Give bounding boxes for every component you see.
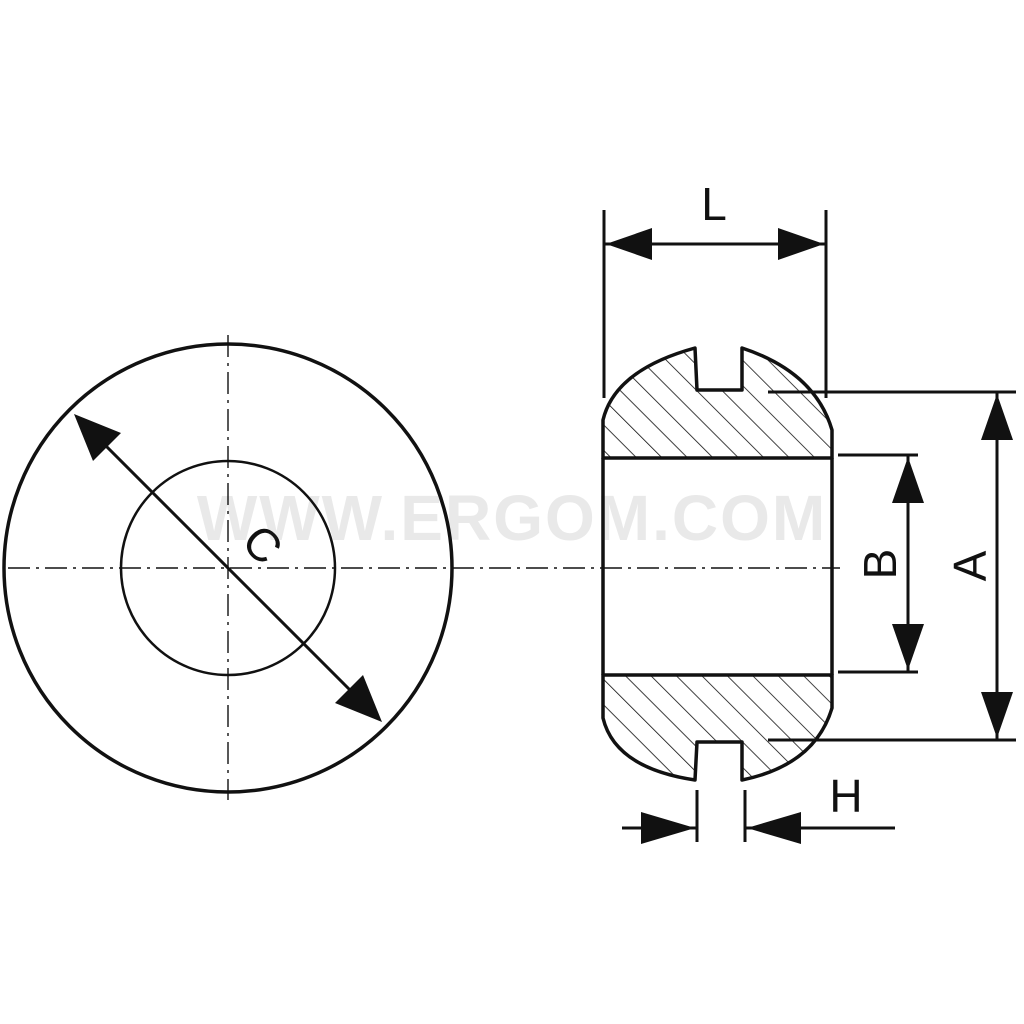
arrowhead-a-bottom (981, 692, 1013, 738)
dimension-l (602, 210, 828, 398)
top-section-hatched (601, 346, 834, 460)
arrowhead-h-right (747, 812, 801, 844)
section-view (601, 346, 834, 782)
arrowhead-c-bottom (335, 675, 382, 722)
label-l: L (701, 178, 727, 230)
label-h: H (829, 770, 862, 822)
arrowhead-h-left (641, 812, 695, 844)
dimension-b (838, 453, 924, 674)
arrowhead-l-right (778, 228, 824, 260)
label-b: B (854, 549, 906, 580)
dimension-c (74, 414, 382, 722)
arrowhead-b-bottom (892, 624, 924, 670)
arrowhead-b-top (892, 457, 924, 503)
arrowhead-l-left (606, 228, 652, 260)
arrowhead-a-top (981, 394, 1013, 440)
label-a: A (944, 550, 996, 581)
dimension-a (768, 390, 1016, 742)
watermark-text: WWW.ERGOM.COM (197, 482, 827, 554)
dimension-h (622, 790, 895, 844)
arrowhead-c-top (74, 414, 121, 461)
bottom-section-hatched (601, 673, 834, 782)
